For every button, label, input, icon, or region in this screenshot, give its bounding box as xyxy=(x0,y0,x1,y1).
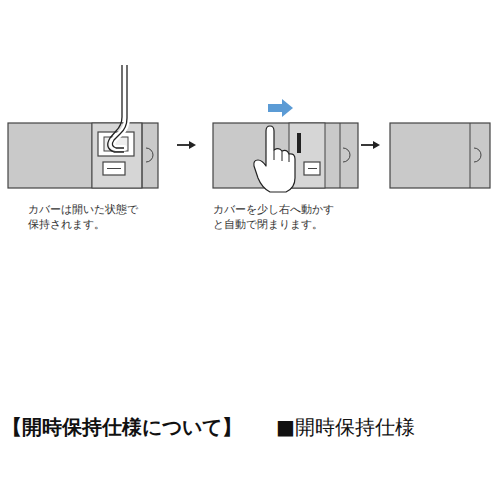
outlet-open xyxy=(8,65,158,188)
section-label: ■開時保持仕様 xyxy=(276,414,415,441)
outlet-closing xyxy=(213,99,358,192)
heading: 【開時保持仕様について】 xyxy=(2,414,242,441)
step-caption: カバーは開いた状態で 保持されます。 xyxy=(28,203,142,233)
step-arrow xyxy=(361,141,380,149)
outlet-closed xyxy=(390,123,490,188)
step-arrow xyxy=(177,141,196,149)
step-caption: カバーを少し右へ動かす と自動で閉まります。 xyxy=(213,203,338,233)
